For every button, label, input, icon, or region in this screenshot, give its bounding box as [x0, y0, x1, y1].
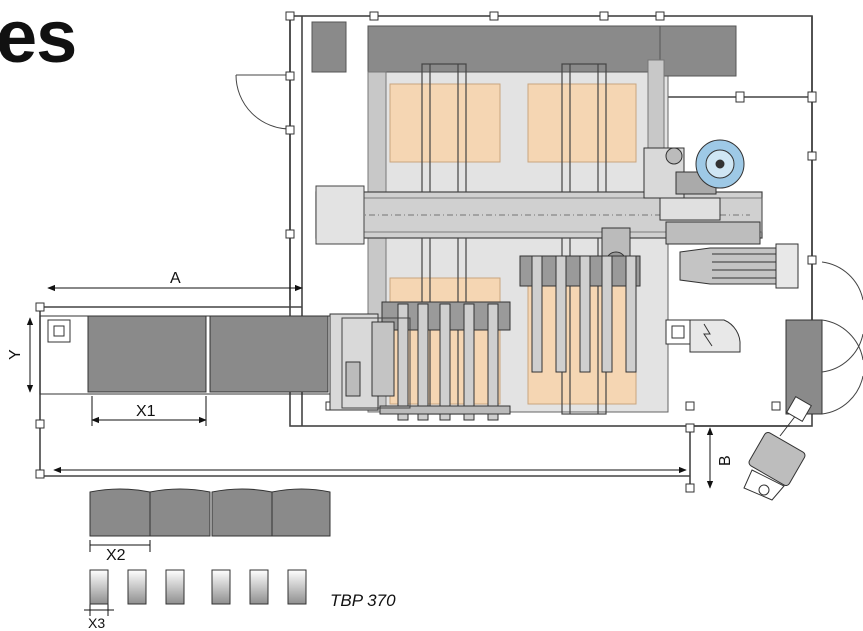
dimension-label-x1: X1: [136, 403, 156, 420]
dimension-label-b: B: [717, 455, 734, 466]
panel-size-examples: [89, 488, 331, 537]
dimension-label-y: Y: [7, 349, 24, 360]
dimension-label-x2: X2: [106, 547, 126, 564]
electrical-cabinet: [665, 319, 823, 415]
narrow-panel-examples: [89, 569, 307, 605]
infeed-conveyor: [39, 313, 411, 411]
operator-console: [743, 396, 812, 501]
dimension-lines: [26, 284, 714, 616]
dimension-label-x3: X3: [88, 615, 105, 631]
access-door-top: [235, 74, 291, 130]
model-label: TBP 370: [330, 591, 396, 610]
page-title-fragment: es: [0, 0, 77, 78]
safety-fence: [39, 15, 813, 490]
fence-posts: [35, 11, 817, 493]
clamp-rows: [379, 255, 641, 421]
access-doors-right: [821, 261, 863, 415]
dimension-label-a: A: [170, 270, 181, 287]
drive-unit-top: [643, 139, 745, 221]
